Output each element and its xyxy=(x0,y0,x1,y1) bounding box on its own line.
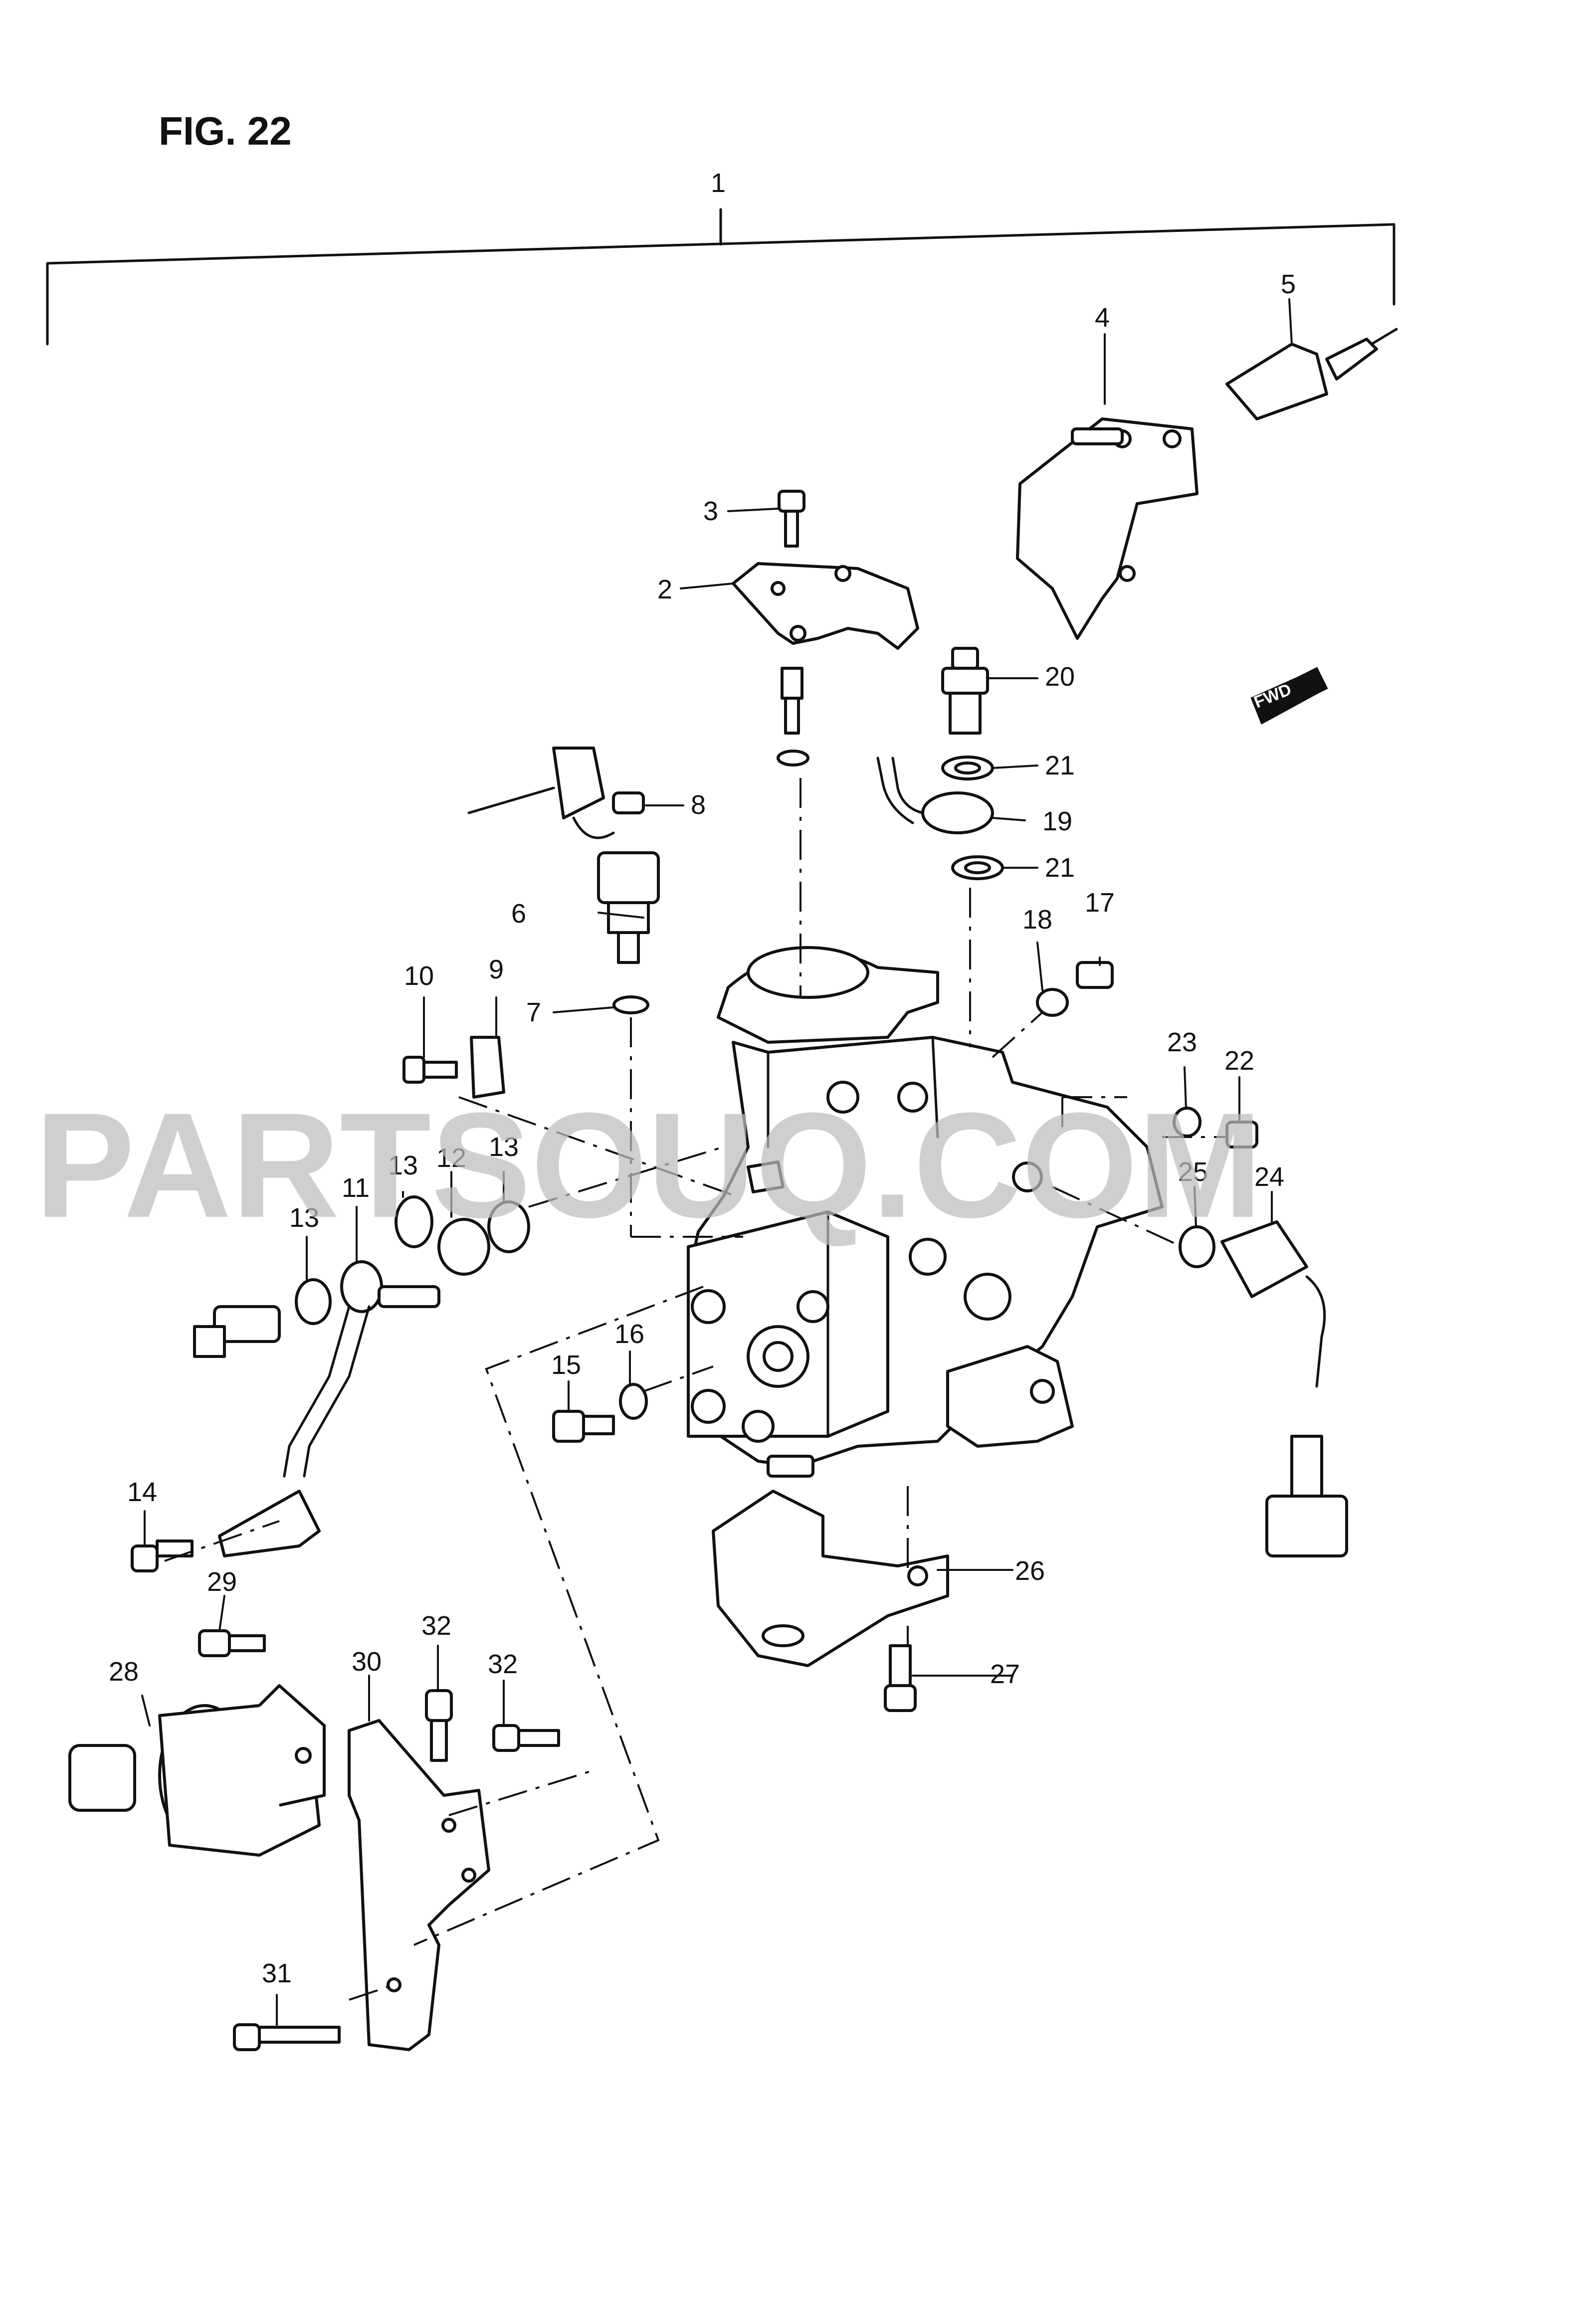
fwd-arrow-badge: FWD xyxy=(1250,667,1328,725)
callout-2: 2 xyxy=(657,575,672,604)
callout-13a: 13 xyxy=(388,1151,418,1180)
part-20-banjo-bolt xyxy=(941,647,989,735)
injection-pump-body xyxy=(687,946,1164,1478)
callout-12: 12 xyxy=(436,1143,466,1173)
callout-11: 11 xyxy=(342,1173,370,1203)
callout-30: 30 xyxy=(352,1647,382,1677)
spacer-nut xyxy=(781,667,803,700)
part-12-washer xyxy=(437,1218,490,1276)
part-13-gasket-2 xyxy=(487,1200,530,1253)
callout-25: 25 xyxy=(1178,1157,1208,1187)
callout-9: 9 xyxy=(489,955,504,984)
callout-31: 31 xyxy=(262,1958,292,1988)
callout-7: 7 xyxy=(526,997,541,1027)
leader-lines xyxy=(141,298,1293,2026)
part-5-sensor xyxy=(1225,328,1398,420)
callout-15: 15 xyxy=(551,1350,581,1380)
callout-labels: 1 2 3 4 5 6 7 8 9 10 11 12 13 13 13 14 1… xyxy=(109,168,1296,1988)
assembly-lines xyxy=(164,778,1227,2001)
callout-22: 22 xyxy=(1224,1046,1254,1076)
part-6-switch xyxy=(597,851,660,964)
callout-19: 19 xyxy=(1042,806,1072,836)
washer xyxy=(777,750,809,767)
part-32-bolt-a xyxy=(425,1689,453,1762)
callout-29: 29 xyxy=(207,1567,237,1597)
callout-5: 5 xyxy=(1281,269,1296,299)
part-31-bolt xyxy=(233,2023,341,2051)
part-11-fuel-pipe xyxy=(283,1260,440,1478)
callout-32a: 32 xyxy=(421,1611,451,1641)
part-15-bolt xyxy=(552,1410,615,1443)
part-29-bolt xyxy=(198,1629,266,1657)
callout-20: 20 xyxy=(1045,662,1075,692)
part-13-gasket-3 xyxy=(295,1278,332,1325)
part-14-bolt xyxy=(131,1539,194,1572)
part-18-washer xyxy=(1036,988,1069,1017)
part-8-connector xyxy=(467,747,615,839)
assembly-bracket xyxy=(46,208,1396,346)
part-32-bolt-b xyxy=(492,1724,560,1752)
part-17-plug xyxy=(1076,961,1114,989)
callout-21b: 21 xyxy=(1045,853,1075,883)
union-bolt-left xyxy=(193,1305,281,1358)
callout-10: 10 xyxy=(404,961,434,991)
callout-26: 26 xyxy=(1015,1556,1045,1586)
part-13-gasket-1 xyxy=(395,1195,433,1248)
part-2-bracket xyxy=(732,562,919,650)
figure-title: FIG. 22 xyxy=(159,109,292,153)
callout-8: 8 xyxy=(691,790,706,820)
callout-4: 4 xyxy=(1095,303,1110,333)
callout-3: 3 xyxy=(703,496,718,526)
part-28-vacuum-actuator xyxy=(68,1684,326,1857)
part-7-o-ring xyxy=(612,995,649,1014)
callout-18: 18 xyxy=(1022,905,1052,935)
callout-14: 14 xyxy=(127,1477,157,1507)
callout-16: 16 xyxy=(614,1319,644,1349)
part-19-banjo-fitting xyxy=(876,757,994,834)
callout-32b: 32 xyxy=(488,1649,518,1679)
part-24-sensor xyxy=(1220,1220,1348,1557)
callout-13c: 13 xyxy=(289,1203,319,1233)
part-16-washer xyxy=(619,1383,648,1420)
part-3-bolt xyxy=(778,490,805,548)
part-22-bolt xyxy=(1225,1121,1258,1149)
callout-21a: 21 xyxy=(1045,751,1075,780)
callout-17: 17 xyxy=(1085,888,1115,918)
nut xyxy=(612,791,645,814)
part-26-bracket xyxy=(712,1490,949,1667)
callout-1: 1 xyxy=(711,168,726,198)
callout-6: 6 xyxy=(511,899,526,929)
callout-13b: 13 xyxy=(489,1132,519,1162)
callout-27: 27 xyxy=(990,1659,1020,1689)
callout-28: 28 xyxy=(109,1657,139,1687)
callout-24: 24 xyxy=(1254,1162,1284,1192)
part-10-bolt xyxy=(402,1056,458,1084)
callout-23: 23 xyxy=(1167,1027,1197,1057)
part-30-bracket xyxy=(348,1719,490,2051)
watermark: PARTSOUQ.COM xyxy=(35,1081,1262,1249)
part-4-bracket xyxy=(1016,417,1198,640)
part-27-bolt xyxy=(884,1644,917,1712)
part-9-clamp xyxy=(470,1036,505,1099)
